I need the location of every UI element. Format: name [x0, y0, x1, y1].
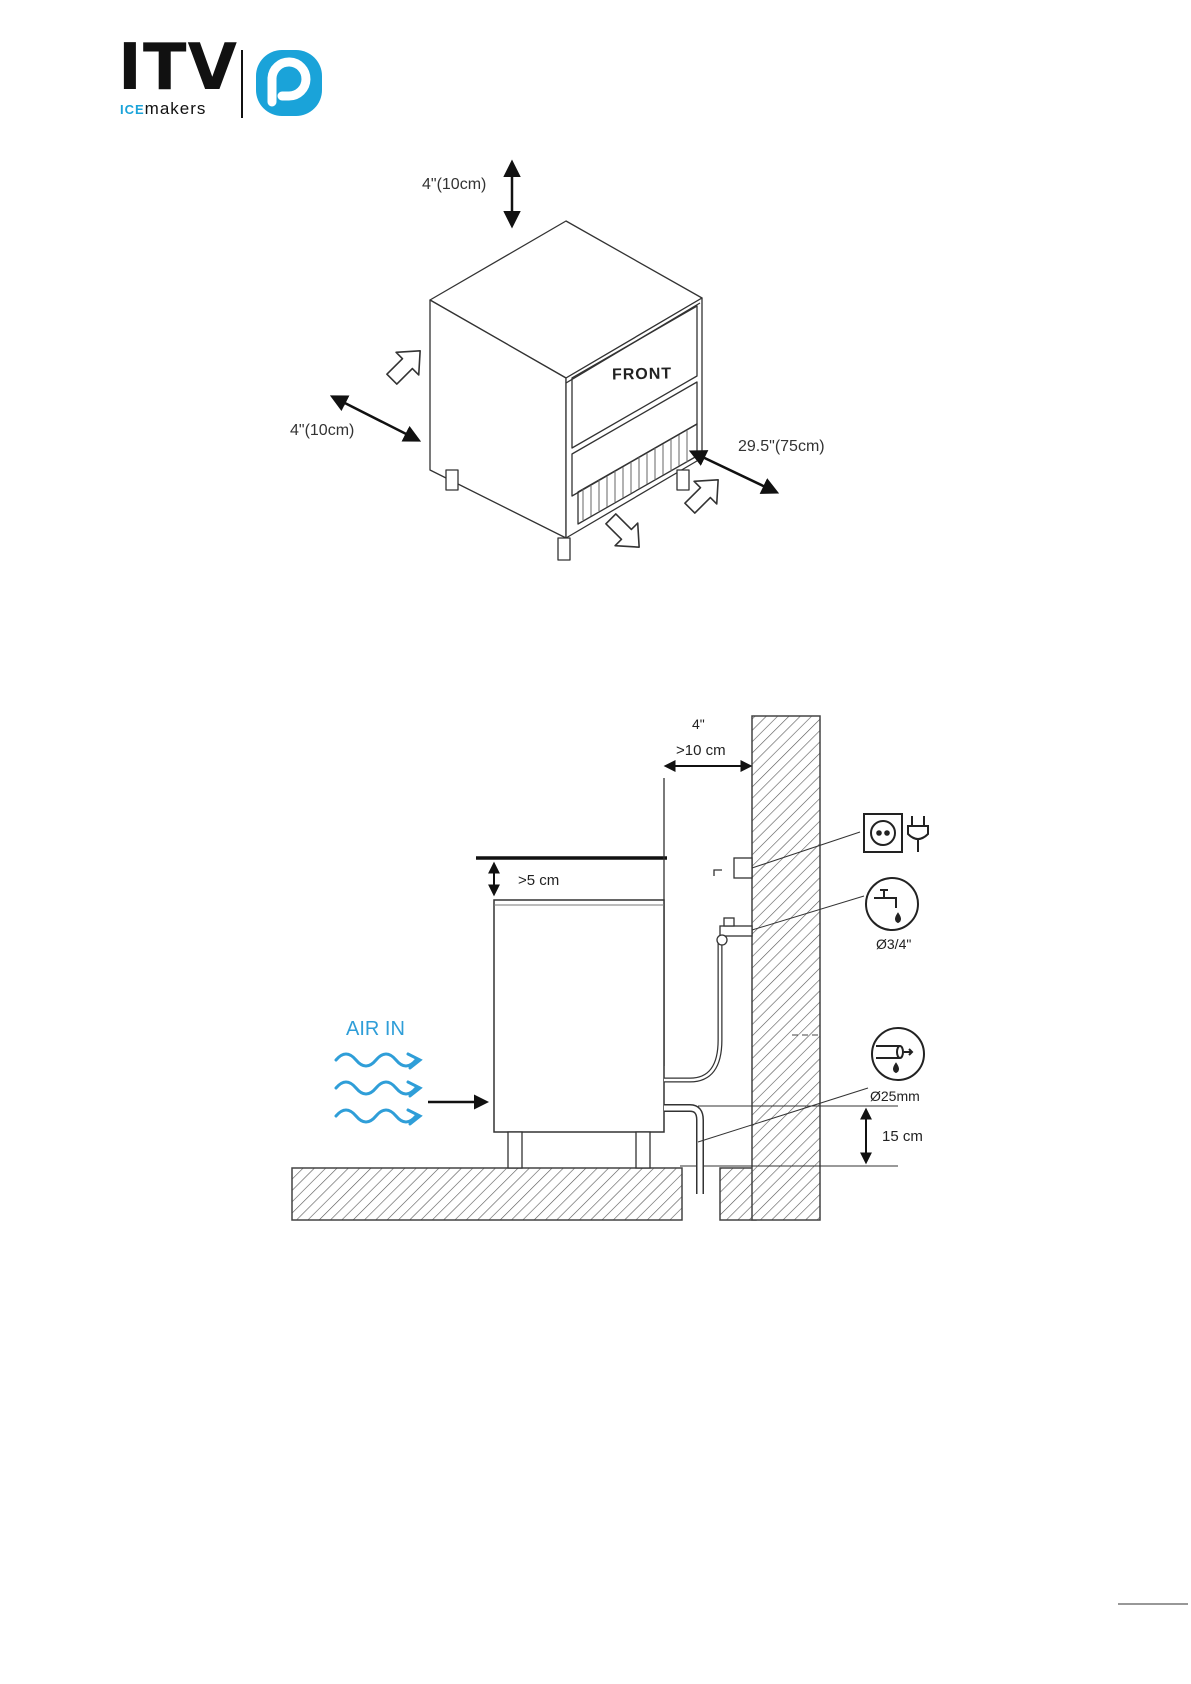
floor-hatched-right	[720, 1168, 756, 1220]
airflow-out-front-icon	[600, 508, 651, 559]
air-in-waves	[336, 1054, 420, 1124]
cabinet-leg	[677, 470, 689, 490]
front-clearance-label: 29.5"(75cm)	[738, 438, 825, 456]
top-gap-label: >5 cm	[518, 872, 559, 889]
ice-machine-body	[494, 900, 664, 1132]
water-tap-icon	[866, 878, 918, 930]
airflow-out-rear-icon	[381, 340, 432, 391]
cabinet-leg	[446, 470, 458, 490]
plug-icon	[908, 816, 928, 852]
water-tap	[717, 918, 752, 945]
power-outlet-icon	[864, 814, 902, 852]
drain-pipe	[664, 1108, 700, 1194]
water-size-label: Ø3/4"	[876, 936, 911, 952]
machine-leg	[508, 1132, 522, 1168]
drain-size-label: Ø25mm	[870, 1088, 920, 1104]
machine-leg	[636, 1132, 650, 1168]
top-clearance-label: 4"(10cm)	[422, 176, 486, 194]
front-label: FRONT	[612, 365, 672, 384]
cabinet-leg	[558, 538, 570, 560]
air-in-label: AIR IN	[346, 1018, 405, 1041]
floor-hatched	[292, 1168, 682, 1220]
side-clearance-label: 4"(10cm)	[290, 422, 354, 440]
water-supply-hose	[664, 938, 720, 1080]
wall-gap-inch-label: 4"	[692, 716, 705, 732]
drain-height-label: 15 cm	[882, 1128, 923, 1145]
wall-gap-cm-label: >10 cm	[676, 742, 726, 759]
clearance-diagram	[0, 0, 1191, 620]
drain-pipe-icon	[872, 1028, 924, 1080]
wall-socket-box	[734, 858, 752, 878]
wall-hatched	[752, 716, 820, 1220]
